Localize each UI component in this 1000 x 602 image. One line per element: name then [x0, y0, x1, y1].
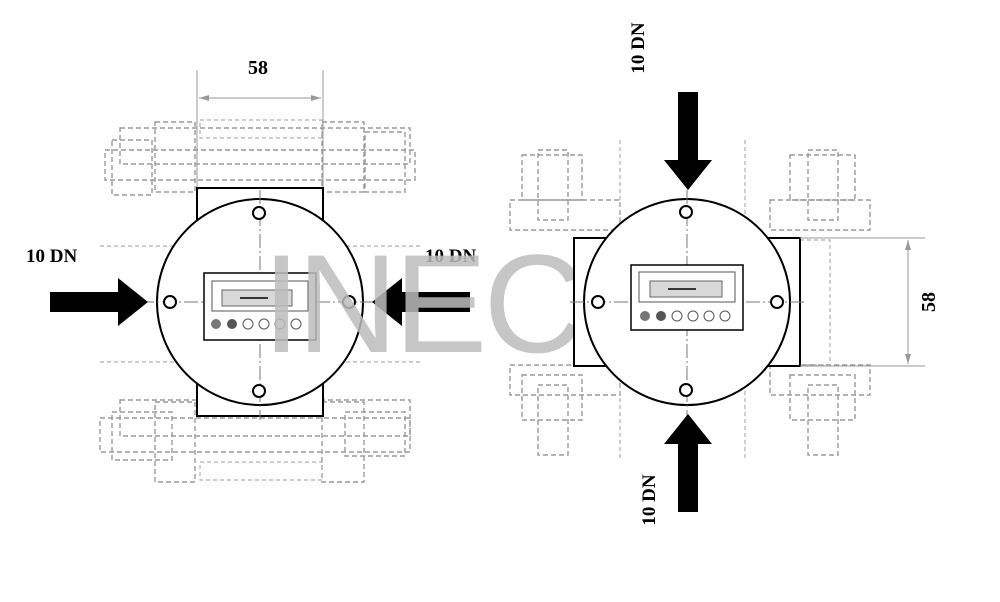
- right-display-panel: [630, 264, 744, 331]
- right-view: 58 10 DN 10 DN: [509, 22, 940, 526]
- right-screw-left: [591, 295, 605, 309]
- right-top-label: 10 DN: [628, 22, 649, 73]
- right-screw-top: [679, 205, 693, 219]
- left-screw-top: [252, 206, 266, 220]
- left-view: 58 10 DN 10 DN: [26, 57, 476, 483]
- left-outlet-arrow: [372, 278, 470, 326]
- left-display-panel: [203, 272, 317, 341]
- left-inlet-label: 10 DN: [26, 246, 77, 267]
- right-screw-bottom: [679, 383, 693, 397]
- right-dimension: 58: [800, 237, 940, 367]
- right-bottom-label: 10 DN: [639, 474, 660, 525]
- right-top-arrow: [664, 92, 712, 190]
- right-dimension-label: 58: [918, 292, 940, 312]
- left-screw-bottom: [252, 384, 266, 398]
- right-bottom-arrow: [664, 414, 712, 512]
- left-dimension-label: 58: [248, 57, 268, 79]
- left-inlet-arrow: [50, 278, 148, 326]
- left-outlet-label: 10 DN: [425, 246, 476, 267]
- left-dimension: 58: [196, 57, 324, 190]
- left-hidden-flanges: [99, 119, 420, 483]
- right-screw-right: [770, 295, 784, 309]
- left-screw-left: [163, 295, 177, 309]
- left-screw-right: [342, 295, 356, 309]
